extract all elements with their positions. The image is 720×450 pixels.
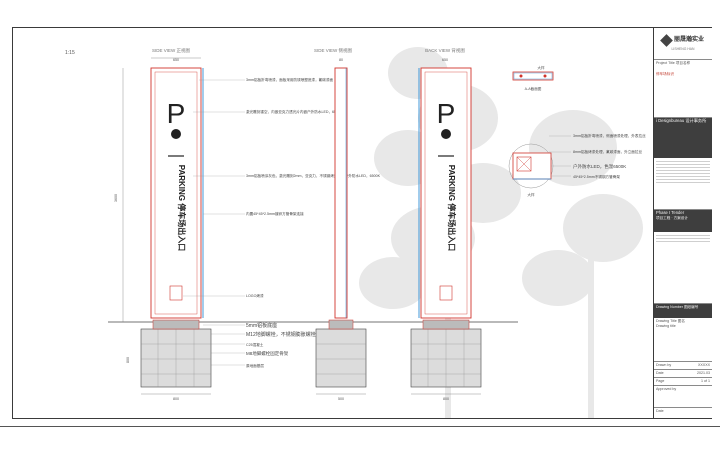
date-value: 2021.03 (697, 371, 710, 375)
detail-label-section: A-A截面图 (525, 86, 542, 91)
designer-label: i Designbureau 设计事务所 (656, 118, 707, 123)
side-base-width: 500 (338, 397, 344, 401)
scale-label: 1:15 (65, 50, 75, 56)
annotation-10: 原地面基层 (246, 363, 264, 368)
drawn-row: Drawn by XXXXX (654, 362, 712, 370)
annotation-2: 激光雕刻镂空，内嵌亚克力透光片内嵌户外防水LED，6500K (246, 109, 343, 114)
view-title-back: BACK VIEW 背视图 (425, 47, 465, 54)
page-value: 1 of 1 (701, 379, 710, 383)
company-logo-icon (660, 34, 673, 47)
drawing-sheet: 1:15 SIDE VIEW 正视图 SIDE VIEW 侧视图 BACK VI… (12, 27, 712, 419)
back-sign-text: PARKING 停车场出入口 (447, 165, 457, 252)
back-sign-letter: P (437, 98, 456, 129)
company-name-en: LISHENG HAN (671, 47, 695, 51)
project-label: Project Title 项目名称 (656, 61, 691, 65)
drawn-value: XXXXX (698, 363, 710, 367)
date-row: Date 2021.03 (654, 370, 712, 378)
annotation-1: 3mm铝板折弯喷漆，面板采用防锈喷塑底漆，氟碳漆面 (246, 77, 333, 82)
annotation-5: LOGO烤漆 (246, 293, 264, 298)
detail-annotation-4: 45*45*2.5mm不锈钢方管骨架 (573, 174, 620, 179)
back-view: 650 P PARKING 停车场出入口 800 (410, 58, 482, 401)
drawing-number-label: Drawing Number 图纸编号 (656, 305, 699, 309)
front-base-width: 800 (173, 397, 179, 401)
page-label: Page (656, 379, 665, 383)
company-name: 丽晟瀚实业 (673, 37, 704, 44)
front-panel-inner (154, 71, 198, 315)
side-panel-outline (334, 67, 348, 319)
designer-notes (654, 158, 712, 210)
annotation-3: 3mm铝板喷涂灰色，激光雕刻2mm，亚克力，不锈钢烤漆内嵌户外防水LED，650… (246, 173, 381, 178)
back-base-width: 800 (443, 397, 449, 401)
front-foundation: 800 800 (126, 319, 212, 401)
project-value: 停车场标识 (656, 71, 674, 76)
title-block: 丽晟瀚实业 LISHENG HAN Project Title 项目名称 停车场… (653, 28, 712, 418)
view-title-side: SIDE VIEW 侧视图 (314, 47, 353, 54)
drawing-number-block: Drawing Number 图纸编号 (654, 304, 712, 318)
date-label: Date (656, 371, 664, 375)
detail-label-big: 大样 (527, 192, 535, 197)
front-view: 650 3600 P PARKING 停车场出入口 (114, 57, 204, 322)
back-logo-circle (441, 129, 451, 139)
front-logo-circle (171, 129, 181, 139)
annotation-8: C25混凝土 (246, 342, 264, 347)
drawn-label: Drawn by (656, 363, 672, 367)
drawing-title-value: Drawing title (656, 323, 676, 328)
phase-block: Phase I Tender 项目工程 · 方案设计 (654, 210, 712, 232)
front-top-dim: 650 (173, 58, 179, 62)
date2-row: Date (654, 408, 712, 418)
svg-text:大样: 大样 (537, 65, 545, 70)
back-panel-outline (420, 67, 472, 319)
side-top-dim: 80 (339, 58, 343, 62)
date2-label: Date (656, 409, 664, 413)
side-view: 80 500 (315, 58, 367, 401)
annotation-7: M12地脚螺栓，不锈钢膨胀螺栓 (246, 331, 316, 338)
page-bottom-rule (0, 426, 720, 427)
front-sign-text: PARKING 停车场出入口 (177, 165, 187, 252)
approved-label: Approved by (656, 387, 677, 391)
background-trees (359, 47, 643, 418)
drawing-title-block: Drawing Title 图名 Drawing title (654, 318, 712, 362)
back-top-dim: 650 (442, 58, 448, 62)
front-height-dim: 3600 (114, 194, 118, 202)
front-sign-letter: P (167, 98, 186, 129)
approved-row: Approved by (654, 386, 712, 408)
detail-annotation-3: 户外防水LED，色温6500K (573, 163, 626, 170)
annotation-9: M8地脚螺栓固定骨架 (246, 350, 289, 357)
front-logo-plate (169, 285, 183, 301)
designer-block: i Designbureau 设计事务所 (654, 118, 712, 158)
annotation-6: 5mm铝板底座 (246, 322, 277, 329)
front-panel-outline (150, 67, 202, 319)
project-block: Project Title 项目名称 停车场标识 (654, 60, 712, 118)
annotation-4: 内置45*45*2.5mm镀锌方管骨架连接 (246, 211, 304, 216)
front-annotations: 3mm铝板折弯喷漆，面板采用防锈喷塑底漆，氟碳漆面 激光雕刻镂空，内嵌亚克力透光… (183, 77, 381, 368)
detail-annotation-2: 8mm铝板烤漆处理，氟碳漆面，外立面拉丝 (573, 149, 642, 154)
company-block: 丽晟瀚实业 LISHENG HAN (654, 28, 712, 60)
front-base-height: 800 (126, 357, 130, 363)
detail-annotation-1: 3mm铝板折弯喷漆，侧面喷漆处理，外表拉丝 (573, 133, 646, 138)
drawing-title-label: Drawing Title 图名 (656, 319, 685, 323)
phase-sub: 项目工程 · 方案设计 (656, 215, 688, 220)
phase-notes (654, 232, 712, 304)
page-row: Page 1 of 1 (654, 378, 712, 386)
detail-section: 大样 A-A截面图 大样 3mm铝板折弯喷漆，侧面喷漆处理，外表拉丝 8mm铝板… (508, 65, 646, 197)
elevation-drawing: 1:15 SIDE VIEW 正视图 SIDE VIEW 侧视图 BACK VI… (65, 47, 646, 418)
view-title-front: SIDE VIEW 正视图 (152, 47, 191, 54)
phase-label: Phase I Tender (656, 210, 685, 215)
